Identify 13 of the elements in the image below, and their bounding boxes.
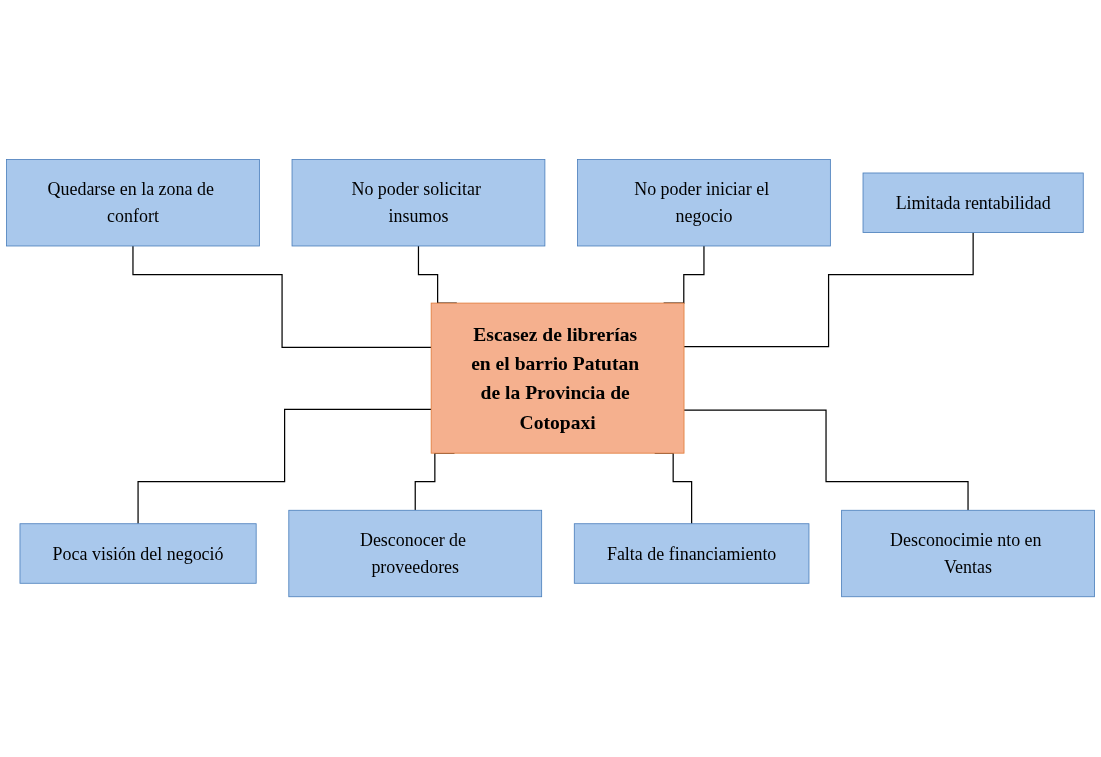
node-box: Escasez de librerías en el barrio Patutan de la Provincia de Cotopaxi <box>430 303 685 454</box>
node-box: No poder iniciar el negocio <box>577 159 831 247</box>
node-box: Falta de financiamiento <box>573 523 810 585</box>
connector <box>683 409 969 512</box>
node-box: Quedarse en la zona de confort <box>6 159 260 247</box>
node-box: Poca visión del negoció <box>19 523 257 585</box>
node-box: Desconocer de proveedores <box>288 510 543 598</box>
connector <box>137 409 432 525</box>
node-box: Desconocimie nto en Ventas <box>841 510 1095 598</box>
node-box: Limitada rentabilidad <box>862 172 1084 234</box>
connector <box>683 232 974 348</box>
node-box: No poder solicitar insumos <box>291 159 546 247</box>
connector <box>132 245 432 349</box>
